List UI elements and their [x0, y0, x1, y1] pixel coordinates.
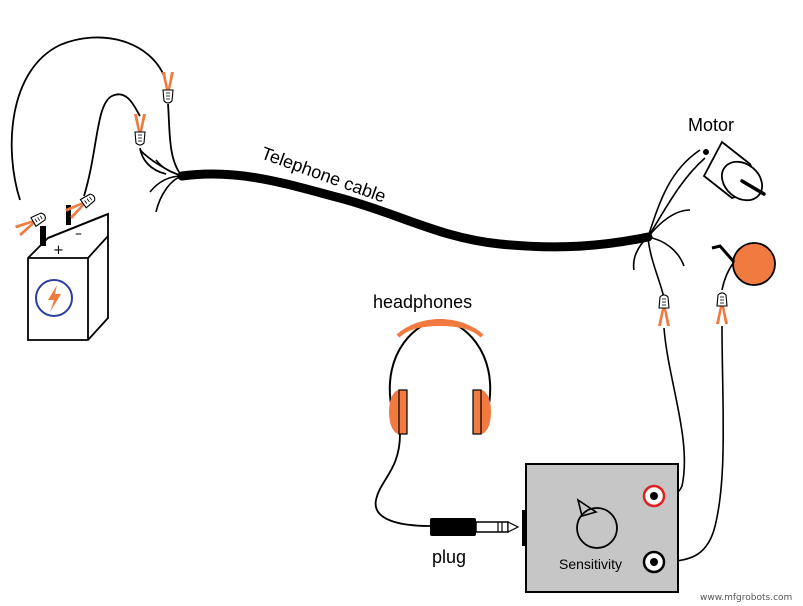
red-terminal[interactable] — [642, 484, 666, 508]
battery-plus-label: + — [53, 243, 64, 258]
alligator-clip — [161, 71, 175, 104]
battery-negative-terminal — [66, 205, 71, 225]
plug-label: plug — [432, 547, 466, 567]
cable-left-wires — [139, 149, 183, 213]
battery: + – — [27, 205, 109, 341]
sensitivity-label: Sensitivity — [559, 556, 622, 572]
sensitivity-knob[interactable] — [576, 498, 618, 549]
lightning-bolt-icon — [35, 279, 73, 317]
left-earcup — [389, 389, 408, 435]
headphone-plug — [430, 518, 520, 536]
alligator-clip — [657, 294, 671, 327]
battery-positive-terminal — [40, 226, 46, 246]
telephone-cable — [177, 169, 653, 252]
motor-label: Motor — [688, 115, 734, 135]
battery-leads — [10, 36, 183, 201]
headphones — [374, 318, 491, 527]
watermark: www.mfgrobots.com — [700, 593, 792, 603]
motor — [702, 140, 766, 202]
orange-knob — [711, 242, 776, 291]
right-earcup — [472, 389, 491, 435]
alligator-clip — [715, 292, 729, 325]
battery-minus-label: – — [75, 226, 82, 242]
sensitivity-meter-box: Sensitivity — [522, 463, 679, 593]
headphone-jack — [522, 510, 527, 546]
headphones-label: headphones — [373, 292, 472, 312]
alligator-clip — [133, 113, 147, 146]
black-terminal[interactable] — [642, 550, 666, 574]
